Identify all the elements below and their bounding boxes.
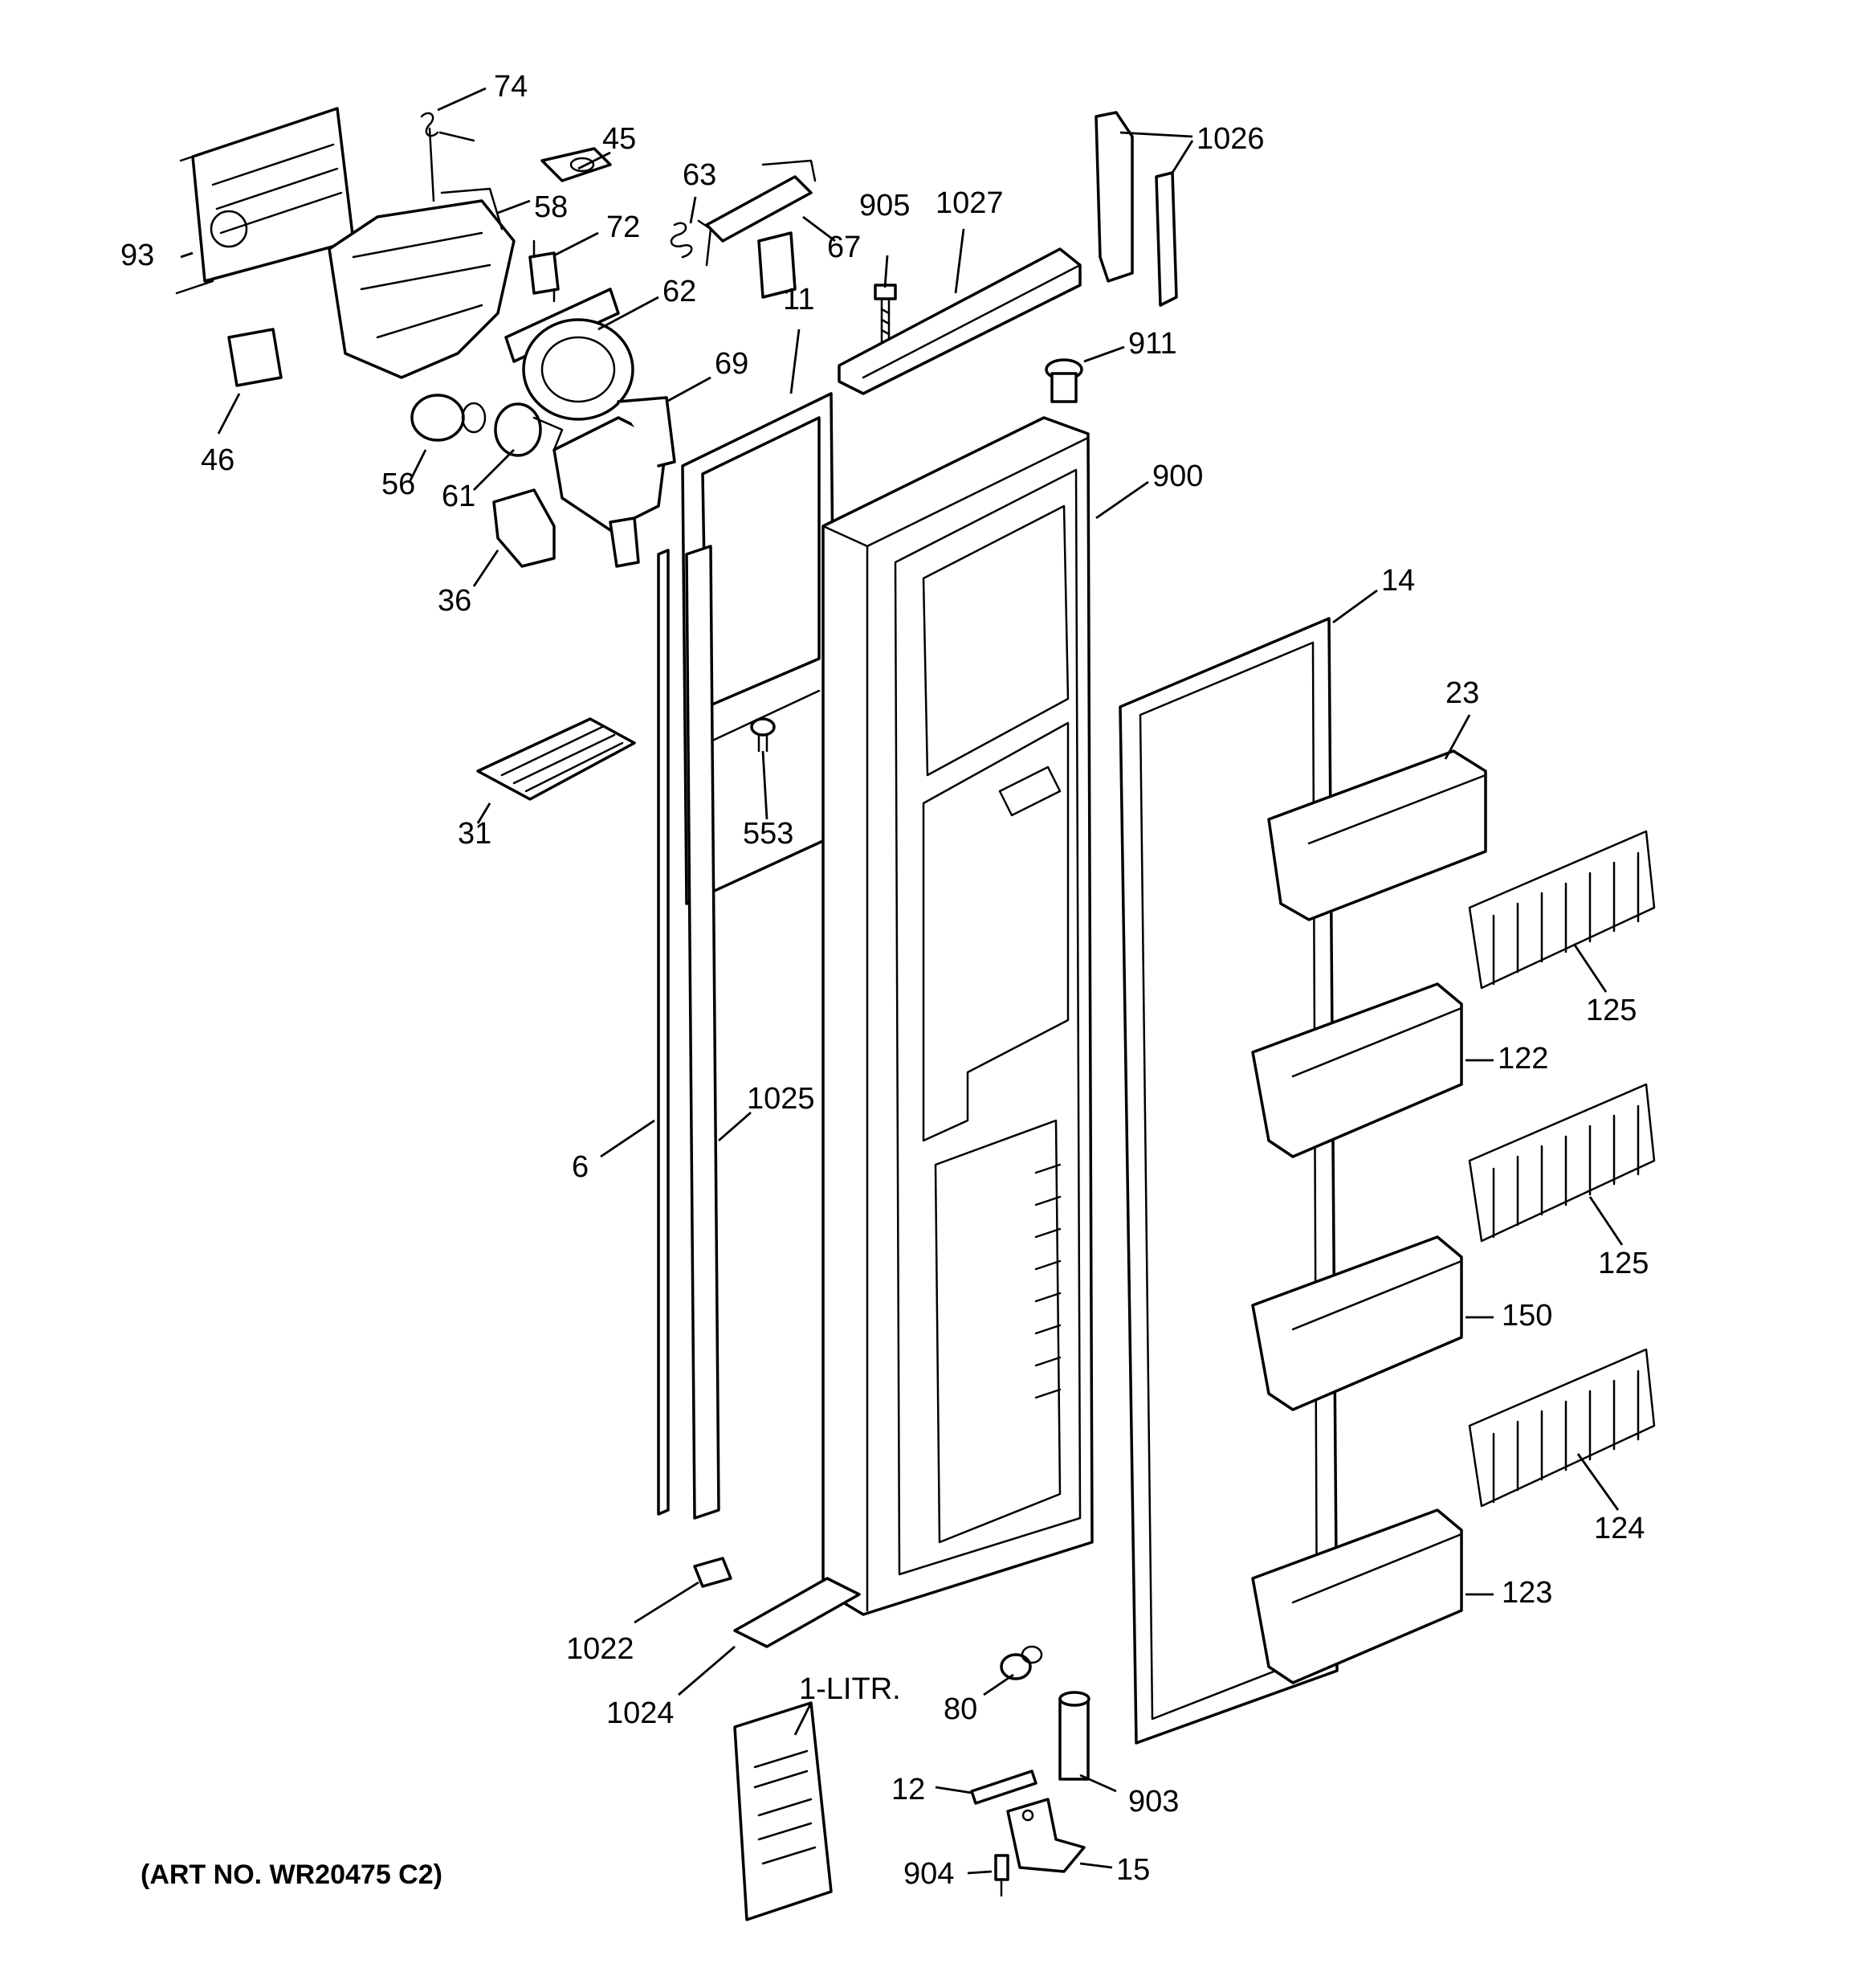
part-553-screw [750, 717, 776, 753]
callout-150: 150 [1502, 1299, 1552, 1333]
callout-124: 124 [1594, 1512, 1645, 1545]
callout-72: 72 [606, 210, 640, 244]
callout-1-litr: 1-LITR. [799, 1672, 901, 1706]
callout-6: 6 [572, 1150, 589, 1184]
callout-67: 67 [827, 231, 861, 264]
part-11-liner-frame [681, 392, 837, 994]
part-6-gasket-strip [657, 549, 670, 1516]
part-36-bracket [492, 488, 556, 568]
callout-123: 123 [1502, 1576, 1552, 1610]
callout-1026: 1026 [1196, 122, 1265, 156]
callout-11: 11 [783, 283, 814, 316]
callout-69: 69 [715, 347, 748, 381]
part-63-spring [670, 219, 712, 267]
callout-900: 900 [1152, 459, 1203, 493]
callout-905: 905 [859, 189, 910, 222]
part-23-bin [1267, 749, 1487, 921]
callout-15: 15 [1116, 1853, 1150, 1887]
part-1024-bracket [733, 1577, 861, 1648]
callout-labels: 74 45 58 72 63 67 905 1027 1026 93 62 11… [120, 70, 1649, 1891]
part-150-bin [1251, 1235, 1463, 1411]
part-911-bushing [1045, 358, 1083, 403]
callout-125-middle: 125 [1598, 1247, 1649, 1280]
callout-63: 63 [683, 158, 716, 192]
part-15-hinge [1006, 1798, 1086, 1873]
part-1027-trim [838, 247, 1082, 395]
callout-62: 62 [662, 275, 696, 308]
part-1026-hinge-cover [1095, 111, 1178, 307]
part-12-shim [970, 1770, 1037, 1805]
part-1025-trim-strip [685, 545, 720, 1520]
part-56-bulb [410, 394, 487, 442]
leader-lines [180, 87, 1624, 1875]
part-124-basket-lower [1468, 1348, 1656, 1508]
part-125-basket-upper [1468, 830, 1656, 990]
callout-31: 31 [458, 817, 491, 851]
callout-553: 553 [743, 817, 793, 851]
callout-12: 12 [891, 1773, 925, 1806]
callout-23: 23 [1445, 676, 1479, 710]
callout-122: 122 [1498, 1042, 1548, 1076]
part-905-screw [874, 284, 897, 343]
part-1022-clip [693, 1557, 732, 1588]
part-1-litr-manual [733, 1701, 833, 1921]
part-74-spring [420, 112, 475, 202]
callout-904: 904 [903, 1857, 954, 1891]
callout-1025: 1025 [747, 1082, 815, 1116]
part-122-bin [1251, 982, 1463, 1158]
callout-1024: 1024 [606, 1696, 675, 1730]
part-903-hinge-pin [1058, 1691, 1090, 1781]
part-58-ice-chute-housing [328, 187, 516, 379]
part-31-grille [476, 717, 636, 801]
callout-911: 911 [1128, 327, 1177, 361]
part-904-screw [994, 1854, 1009, 1897]
part-67-actuator [705, 159, 817, 299]
part-45-bracket [540, 147, 612, 182]
callout-56: 56 [381, 467, 415, 501]
callout-903: 903 [1128, 1785, 1179, 1819]
part-62-motor-ring [504, 288, 634, 421]
part-61-coupling [494, 402, 564, 457]
part-900-door-outer [821, 416, 1094, 1616]
callout-36: 36 [438, 584, 471, 618]
part-46-cover [227, 328, 283, 387]
callout-46: 46 [201, 443, 234, 477]
callout-45: 45 [602, 122, 636, 156]
part-80-plug [1000, 1645, 1043, 1680]
callout-1027: 1027 [936, 186, 1004, 220]
callout-93: 93 [120, 239, 154, 272]
part-72-switch [528, 239, 560, 303]
part-125-basket-middle [1468, 1083, 1656, 1243]
part-69-ice-funnel [552, 396, 676, 568]
part-93-control-panel [175, 107, 355, 295]
callout-80: 80 [944, 1692, 977, 1726]
callout-1022: 1022 [566, 1632, 634, 1666]
callout-61: 61 [442, 480, 475, 513]
callout-74: 74 [494, 70, 528, 104]
art-number: (ART NO. WR20475 C2) [141, 1859, 442, 1890]
part-123-bin [1251, 1508, 1463, 1684]
callout-58: 58 [534, 190, 568, 224]
callout-14: 14 [1381, 564, 1415, 598]
callout-125-upper: 125 [1586, 994, 1637, 1027]
